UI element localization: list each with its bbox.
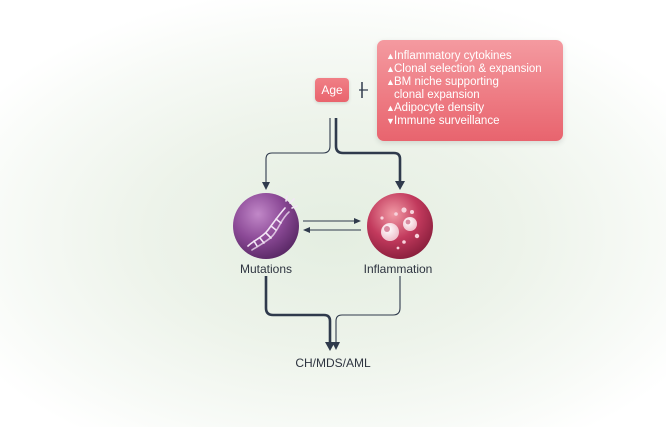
down-arrow-icon: ▼: [386, 116, 395, 126]
inflammation-node: [367, 193, 433, 259]
mutations-node: [233, 193, 299, 259]
effect-text: BM niche supporting clonal expansion: [394, 76, 499, 101]
effect-item: ▲ Inflammatory cytokines: [386, 50, 557, 63]
outcome-label: CH/MDS/AML: [295, 356, 371, 370]
arrow-mutations-to-outcome: [264, 276, 332, 344]
effect-item: ▲ Clonal selection & expansion: [386, 63, 557, 76]
arrowhead-outcome-1: [325, 342, 335, 351]
effect-text: Inflammatory cytokines: [394, 50, 512, 62]
arrowhead-inflammation: [395, 181, 405, 190]
age-effects-box: ▲ Inflammatory cytokines ▲ Clonal select…: [377, 40, 563, 141]
mutations-label: Mutations: [239, 262, 293, 276]
arrowhead-outcome-2: [332, 342, 340, 350]
effect-text: Immune surveillance: [394, 115, 500, 127]
age-node: Age: [315, 78, 349, 102]
arrow-inflammation-to-outcome: [335, 276, 401, 344]
cells-icon: [380, 207, 420, 250]
arrow-age-to-mutations: [265, 118, 331, 184]
effect-item: ▲ Adipocyte density: [386, 102, 557, 115]
inflammation-label: Inflammation: [363, 262, 433, 276]
effect-item: ▲ BM niche supporting clonal expansion: [386, 76, 557, 102]
arrow-age-to-inflammation: [334, 118, 402, 183]
arrowhead-mutations: [262, 182, 270, 190]
up-arrow-icon: ▲: [386, 64, 395, 74]
age-label: Age: [321, 83, 343, 97]
effect-text: Clonal selection & expansion: [394, 63, 542, 75]
arrowhead-to-inflammation: [354, 218, 361, 224]
up-arrow-icon: ▲: [386, 103, 395, 113]
dna-icon: [247, 195, 298, 251]
arrowhead-to-mutations: [303, 227, 310, 233]
effect-item: ▼ Immune surveillance: [386, 115, 557, 128]
up-arrow-icon: ▲: [386, 51, 395, 61]
up-arrow-icon: ▲: [386, 77, 395, 87]
effect-text: Adipocyte density: [394, 102, 485, 114]
